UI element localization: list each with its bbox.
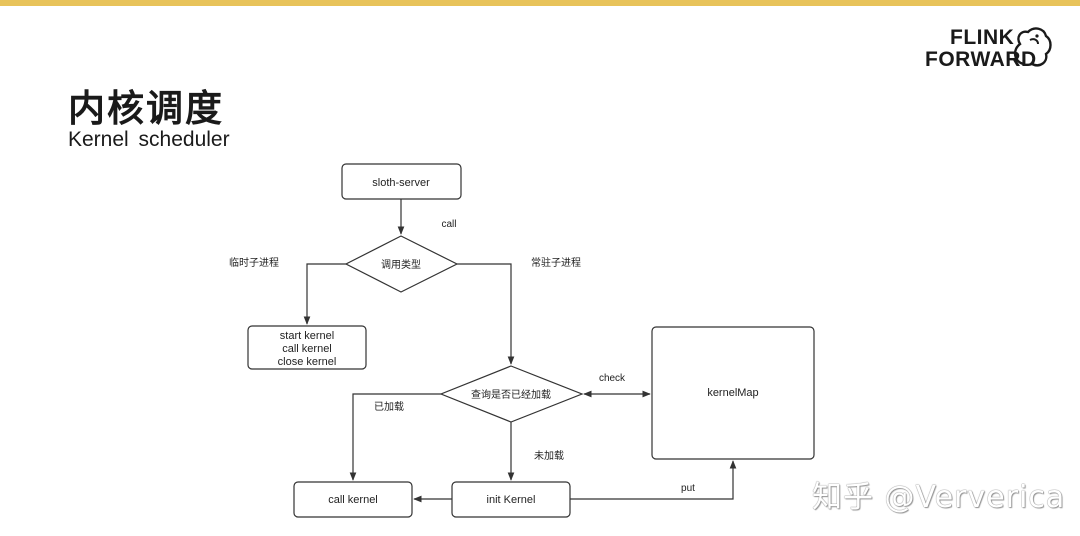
label-check-loaded: 查询是否已经加载	[471, 388, 551, 401]
label-call-type: 调用类型	[381, 258, 421, 271]
label-temp-box-line3: close kernel	[278, 356, 337, 368]
label-init-kernel: init Kernel	[487, 494, 536, 506]
edge-label-temp-process: 临时子进程	[229, 256, 279, 269]
edge-label-put: put	[681, 483, 695, 494]
accent-top-bar	[0, 0, 1080, 6]
label-kernel-map: kernelMap	[707, 387, 758, 399]
node-call-type	[344, 235, 459, 293]
edge-label-call: call	[441, 219, 456, 230]
edge-label-resident-process: 常驻子进程	[531, 256, 581, 269]
logo-text-line1: FLINK	[950, 26, 1015, 49]
edge-resident-process	[457, 263, 515, 365]
watermark: 知乎 @Ververica	[812, 480, 1066, 515]
logo-text-line2: FORWARD	[925, 48, 1037, 71]
label-call-kernel: call kernel	[328, 494, 378, 506]
edge-put	[570, 460, 737, 500]
node-kernel-map	[651, 326, 815, 460]
node-call-kernel	[293, 481, 413, 518]
squirrel-icon	[1013, 27, 1052, 67]
label-temp-box-line1: start kernel	[280, 330, 334, 342]
page-subtitle: Kernel scheduler	[68, 128, 230, 151]
edge-label-loaded: 已加载	[374, 401, 404, 413]
page-title: 内核调度	[68, 87, 224, 130]
edge-label-check: check	[599, 373, 626, 384]
edge-temp-process	[303, 263, 346, 325]
label-sloth-server: sloth-server	[372, 177, 430, 189]
label-temp-box-line2: call kernel	[282, 343, 332, 355]
node-temp-process-box	[247, 325, 367, 370]
flink-forward-logo: FLINK FORWARD	[922, 24, 1062, 74]
edge-label-not-loaded: 未加载	[534, 450, 564, 462]
edge-loaded	[349, 393, 441, 481]
